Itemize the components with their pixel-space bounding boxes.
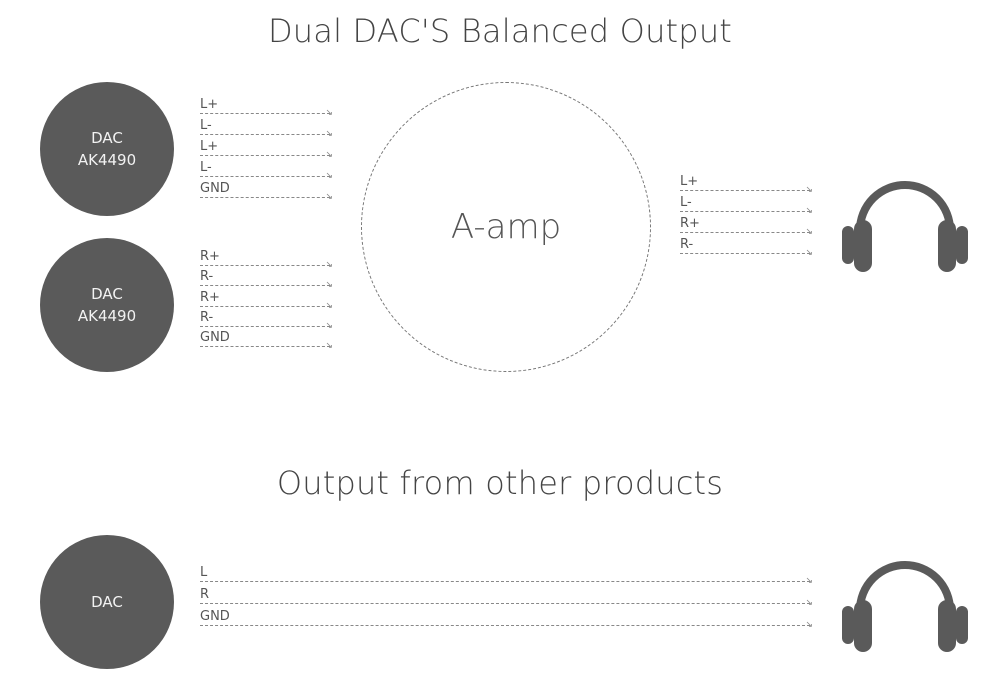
arrow-icon: ↘	[805, 620, 813, 630]
dac-other-label: DAC	[91, 593, 123, 611]
signal-label: GND	[200, 609, 230, 624]
signal-label: R-	[680, 237, 694, 252]
arrow-icon: ↘	[325, 192, 333, 202]
signal-label: L-	[200, 118, 212, 133]
signal-line: R- ↘	[200, 311, 333, 331]
signal-label: L+	[680, 174, 699, 189]
signal-line: R+ ↘	[200, 250, 333, 270]
arrow-icon: ↘	[805, 227, 813, 237]
signal-line: R- ↘	[680, 238, 813, 258]
amp-circle: A-amp	[361, 82, 651, 372]
dac2-chip-label: AK4490	[77, 307, 137, 325]
arrow-icon: ↘	[325, 341, 333, 351]
signal-line: GND ↘	[200, 331, 333, 351]
dac-circle-other: DAC	[40, 535, 174, 669]
signal-label: GND	[200, 181, 230, 196]
signal-line: L+ ↘	[680, 175, 813, 195]
signal-label: L-	[200, 160, 212, 175]
signal-line: R- ↘	[200, 270, 333, 290]
signal-label: L	[200, 565, 208, 580]
dac-circle-2: DAC AK4490	[40, 238, 174, 372]
signal-label: L+	[200, 97, 219, 112]
title-other-products: Output from other products	[276, 464, 724, 502]
signal-label: R	[200, 587, 210, 602]
signal-label: R+	[200, 290, 220, 305]
dac1-label: DAC	[91, 129, 123, 147]
title-dual-dac: Dual DAC'S Balanced Output	[267, 12, 733, 50]
arrow-icon: ↘	[805, 248, 813, 258]
headphones-icon	[842, 561, 968, 652]
dac1-chip-label: AK4490	[77, 151, 137, 169]
signal-label: R+	[200, 249, 220, 264]
signal-label: L-	[680, 195, 692, 210]
arrow-icon: ↘	[325, 321, 333, 331]
headphones-icon	[842, 181, 968, 272]
signal-label: GND	[200, 330, 230, 345]
signal-line: L↘	[200, 566, 813, 586]
signal-line: R↘	[200, 588, 813, 608]
arrow-icon: ↘	[325, 280, 333, 290]
arrow-icon: ↘	[325, 108, 333, 118]
signal-line: L+ ↘	[200, 140, 333, 160]
arrow-icon: ↘	[805, 598, 813, 608]
arrow-icon: ↘	[325, 171, 333, 181]
signal-line: L- ↘	[680, 196, 813, 216]
signal-label: R+	[680, 216, 700, 231]
arrow-icon: ↘	[805, 576, 813, 586]
signal-line: GND ↘	[200, 610, 813, 630]
signal-line: L- ↘	[200, 161, 333, 181]
arrow-icon: ↘	[805, 206, 813, 216]
dac-circle-1: DAC AK4490	[40, 82, 174, 216]
signal-line: L- ↘	[200, 119, 333, 139]
signal-label: R-	[200, 310, 214, 325]
signal-line: GND ↘	[200, 182, 333, 202]
arrow-icon: ↘	[805, 185, 813, 195]
amp-label: A-amp	[450, 207, 562, 247]
signal-line: R+ ↘	[680, 217, 813, 237]
signal-line: L+ ↘	[200, 98, 333, 118]
signal-label: R-	[200, 269, 214, 284]
arrow-icon: ↘	[325, 260, 333, 270]
signal-label: L+	[200, 139, 219, 154]
signal-line: R+ ↘	[200, 291, 333, 311]
arrow-icon: ↘	[325, 150, 333, 160]
arrow-icon: ↘	[325, 301, 333, 311]
dac2-label: DAC	[91, 285, 123, 303]
arrow-icon: ↘	[325, 129, 333, 139]
